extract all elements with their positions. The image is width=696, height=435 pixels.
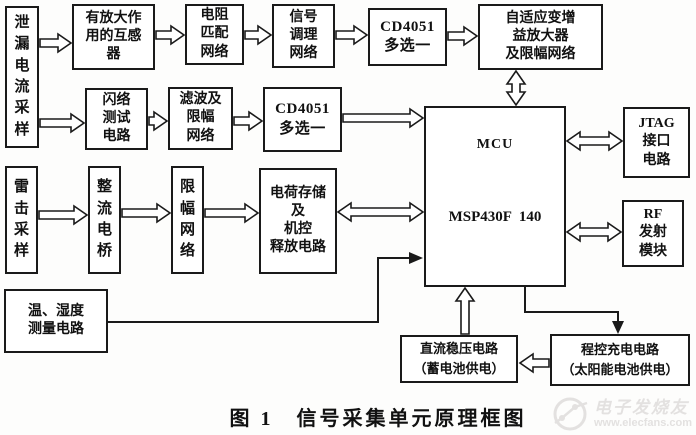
box-dc-voltage-regulator: 直流稳压电路 （蓄电池供电） <box>400 335 518 383</box>
line-temp-humidity-to-mcu-head <box>409 252 423 264</box>
arrow-adaptive-gain-mcu-bidir <box>505 69 527 107</box>
box-charge-storage-release-circuit: 电荷存储 及 机控 释放电路 <box>259 168 337 274</box>
arrow-charging-to-dc-regulator <box>518 352 550 374</box>
box-programmed-charging-circuit: 程控充电电路 （太阳能电池供电） <box>550 334 690 386</box>
arrow-lightning-to-rectifier <box>38 204 89 226</box>
arrow-cd4051-top-to-adaptive-gain <box>447 25 479 47</box>
arrow-rectifier-to-limiter <box>121 202 172 224</box>
arrow-limiter-to-charge-storage <box>204 202 260 224</box>
arrow-filter-to-cd4051-bottom <box>233 110 264 132</box>
box-amplifying-transformer: 有放大作 用的互感 器 <box>72 4 155 70</box>
box-lightning-strike-sampling: 雷 击 采 样 <box>5 166 38 274</box>
arrow-charge-storage-mcu-bidir <box>336 201 425 223</box>
arrow-transformer-to-matching <box>155 24 186 46</box>
line-mcu-to-charging-circuit <box>524 287 619 323</box>
box-rf-transmit-module: RF 发射 模块 <box>622 200 684 267</box>
box-adaptive-gain-amplifier: 自适应变增 益放大器 及限幅网络 <box>478 4 603 70</box>
box-cd4051-mux-top: CD4051 多选一 <box>368 8 447 66</box>
watermark-url: www.elecfans.com <box>593 417 692 430</box>
box-mcu: MCU MSP430F 140 <box>424 106 566 287</box>
box-filter-limiter-network: 滤波及 限幅 网络 <box>168 87 233 150</box>
arrow-flashover-to-filter <box>148 110 169 132</box>
box-cd4051-mux-bottom: CD4051 多选一 <box>263 87 342 152</box>
box-resistor-matching-network: 电阻 匹配 网络 <box>185 4 244 65</box>
mcu-title: MCU <box>476 137 514 152</box>
arrow-leakage-to-flashover <box>39 112 86 134</box>
box-rectifier-bridge: 整 流 电 桥 <box>88 166 121 274</box>
box-temp-humidity-measurement: 温、湿度 测量电路 <box>4 289 108 353</box>
box-flashover-test-circuit: 闪络 测试 电路 <box>85 88 148 150</box>
mcu-part-number: MSP430F 140 <box>448 209 542 225</box>
arrow-dc-regulator-to-mcu <box>454 286 476 335</box>
arrow-cd4051-bottom-to-mcu <box>342 107 425 129</box>
elecfans-logo-icon <box>553 397 588 431</box>
arrow-leakage-to-transformer <box>39 32 73 54</box>
box-limiter-network: 限 幅 网 络 <box>171 166 204 274</box>
box-jtag-interface-circuit: JTAG 接口 电路 <box>623 107 690 178</box>
box-signal-conditioning-network: 信号 调理 网络 <box>272 4 335 68</box>
watermark: 电子发烧友 www.elecfans.com <box>551 395 692 433</box>
arrow-matching-to-conditioning <box>244 24 273 46</box>
arrow-mcu-jtag-bidir <box>565 130 624 152</box>
figure-caption: 图 1 信号采集单元原理框图 <box>229 408 527 430</box>
arrow-mcu-rf-bidir <box>565 221 623 243</box>
arrow-conditioning-to-cd4051-top <box>335 24 369 46</box>
watermark-brand: 电子发烧友 <box>593 397 689 417</box>
line-mcu-to-charging-circuit-head <box>612 321 624 334</box>
box-leakage-current-sampling: 泄 漏 电 流 采 样 <box>5 6 39 148</box>
